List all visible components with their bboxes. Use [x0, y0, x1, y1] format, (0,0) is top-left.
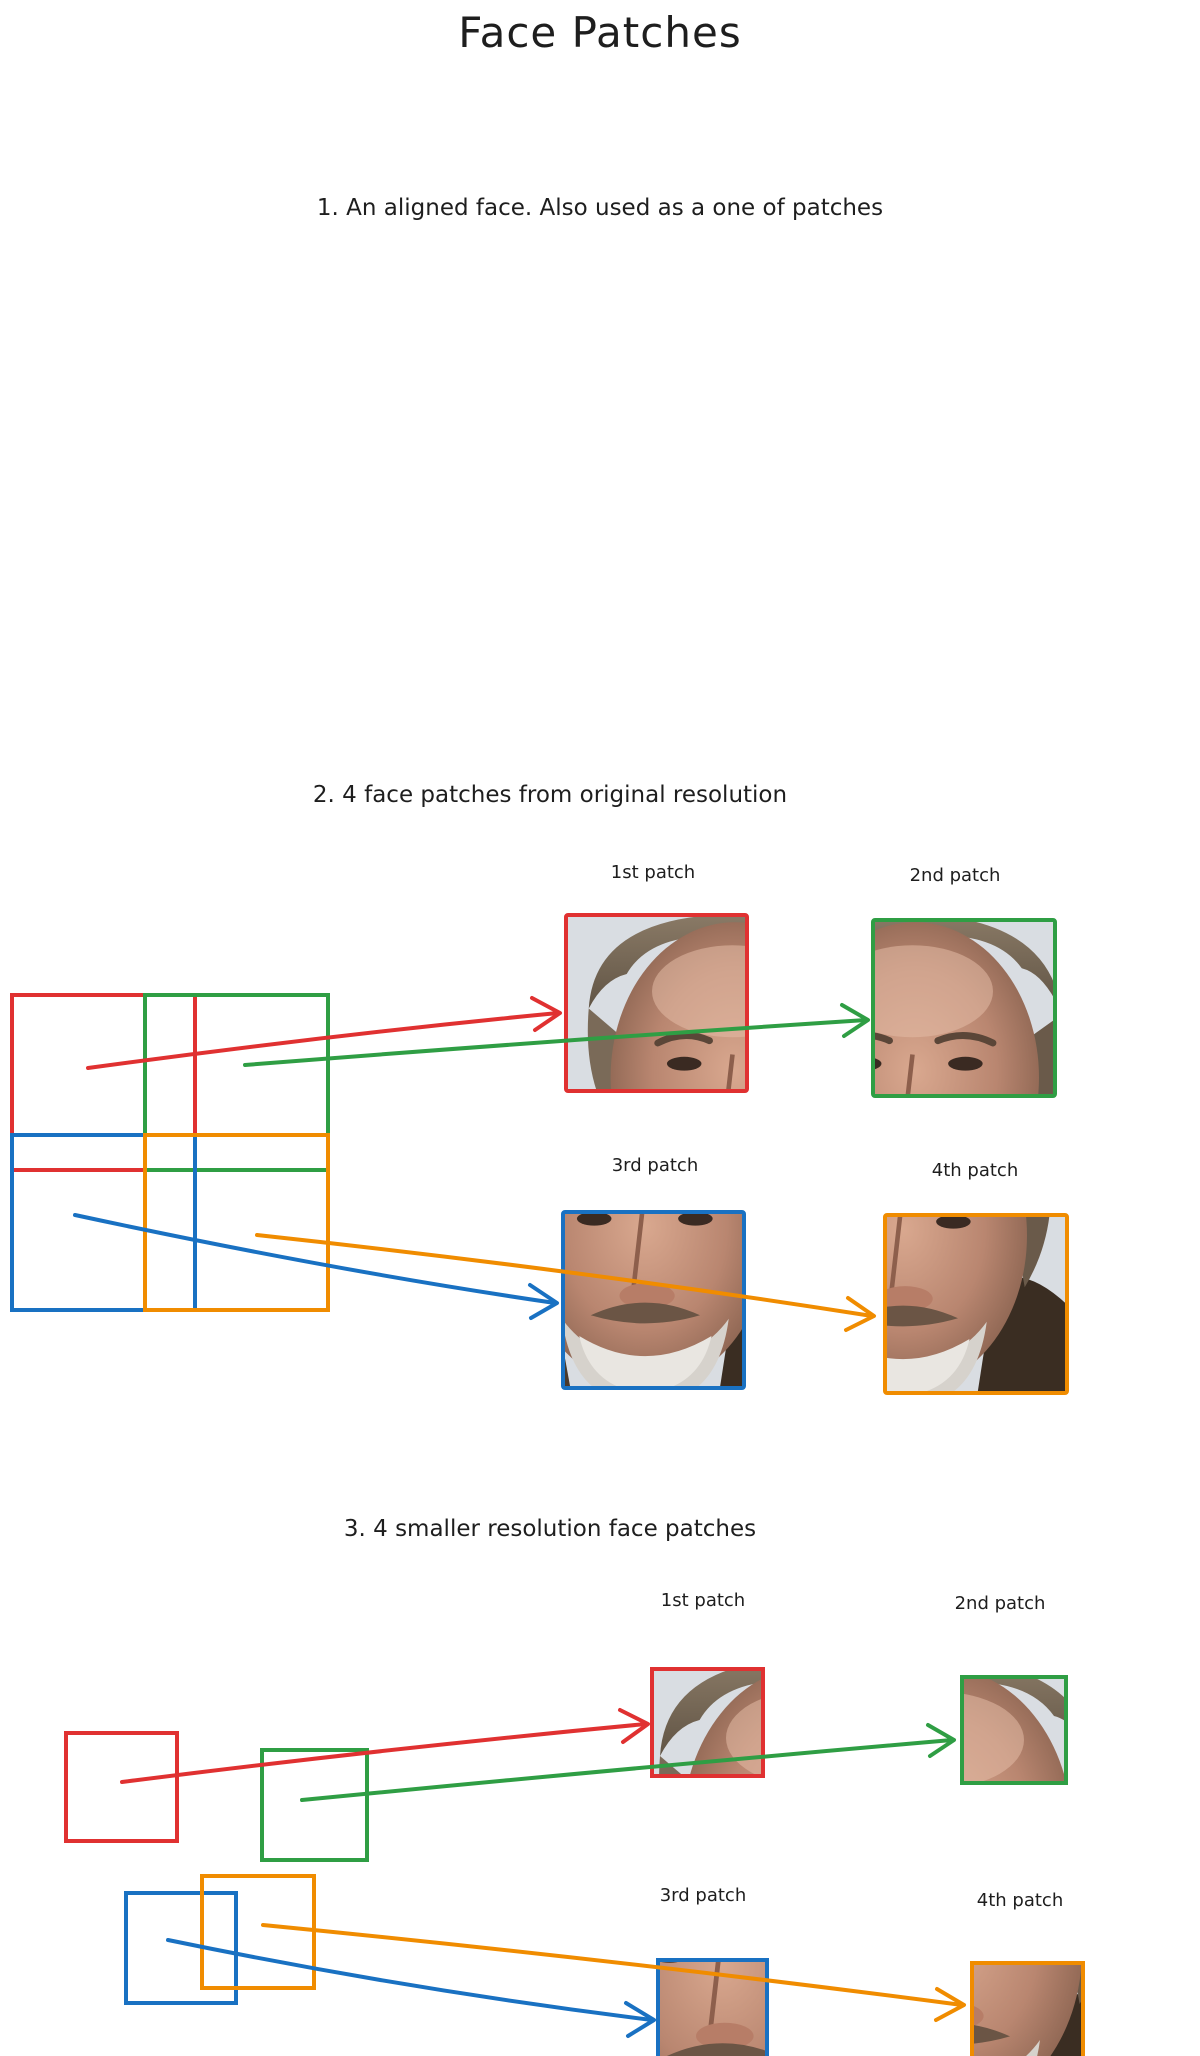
section2-patch-1: [564, 913, 749, 1093]
section2-patch-2: [871, 918, 1057, 1098]
section3-arrow-1: [120, 1708, 650, 1784]
section1-heading: 1. An aligned face. Also used as a one o…: [316, 195, 884, 221]
section2-arrow-4: [255, 1233, 876, 1332]
section2-patch-4: [883, 1213, 1069, 1395]
small-patch-2-frame: [960, 1675, 1068, 1785]
section3-region-2: [260, 1748, 369, 1862]
section3-arrow-2: [300, 1723, 956, 1802]
section2-patch-3-label: 3rd patch: [611, 1155, 699, 1176]
section3-patch-4-label: 4th patch: [976, 1890, 1064, 1911]
patch-2-frame: [871, 918, 1057, 1098]
section2-arrow-2: [243, 1003, 870, 1067]
section2-patch-1-label: 1st patch: [610, 862, 696, 883]
small-patch-3-frame: [656, 1958, 769, 2056]
section2-patch-2-label: 2nd patch: [909, 865, 1001, 886]
section3-patch-1-label: 1st patch: [660, 1590, 746, 1611]
section2-source-face: [12, 993, 328, 1309]
section2-arrow-3: [73, 1213, 559, 1320]
section3-region-1: [64, 1731, 179, 1843]
section2-region-1: [10, 993, 197, 1172]
patch-1-frame: [564, 913, 749, 1093]
section3-heading: 3. 4 smaller resolution face patches: [343, 1516, 757, 1542]
section3-patch-3: [656, 1958, 769, 2056]
small-patch-4-frame: [970, 1961, 1085, 2056]
section2-patch-4-label: 4th patch: [931, 1160, 1019, 1181]
section3-arrow-3: [166, 1938, 656, 2038]
section3-patch-4: [970, 1961, 1085, 2056]
section3-region-3: [124, 1891, 238, 2005]
section3-patch-3-label: 3rd patch: [659, 1885, 747, 1906]
section2-heading: 2. 4 face patches from original resoluti…: [312, 782, 788, 808]
patch-3-frame: [561, 1210, 746, 1390]
section3-arrow-4: [261, 1923, 966, 2022]
small-patch-1-frame: [650, 1667, 765, 1778]
patch-4-frame: [883, 1213, 1069, 1395]
section3-patch-2: [960, 1675, 1068, 1785]
section2-patch-3: [561, 1210, 746, 1390]
section2-region-3: [10, 1133, 197, 1312]
section2-arrow-1: [86, 996, 562, 1070]
section3-patch-1: [650, 1667, 765, 1778]
section3-patch-2-label: 2nd patch: [954, 1593, 1046, 1614]
section2-region-2: [143, 993, 330, 1172]
aligned-face-image: [463, 320, 781, 638]
page-title: Face Patches: [458, 8, 742, 57]
section2-region-4: [143, 1133, 330, 1312]
